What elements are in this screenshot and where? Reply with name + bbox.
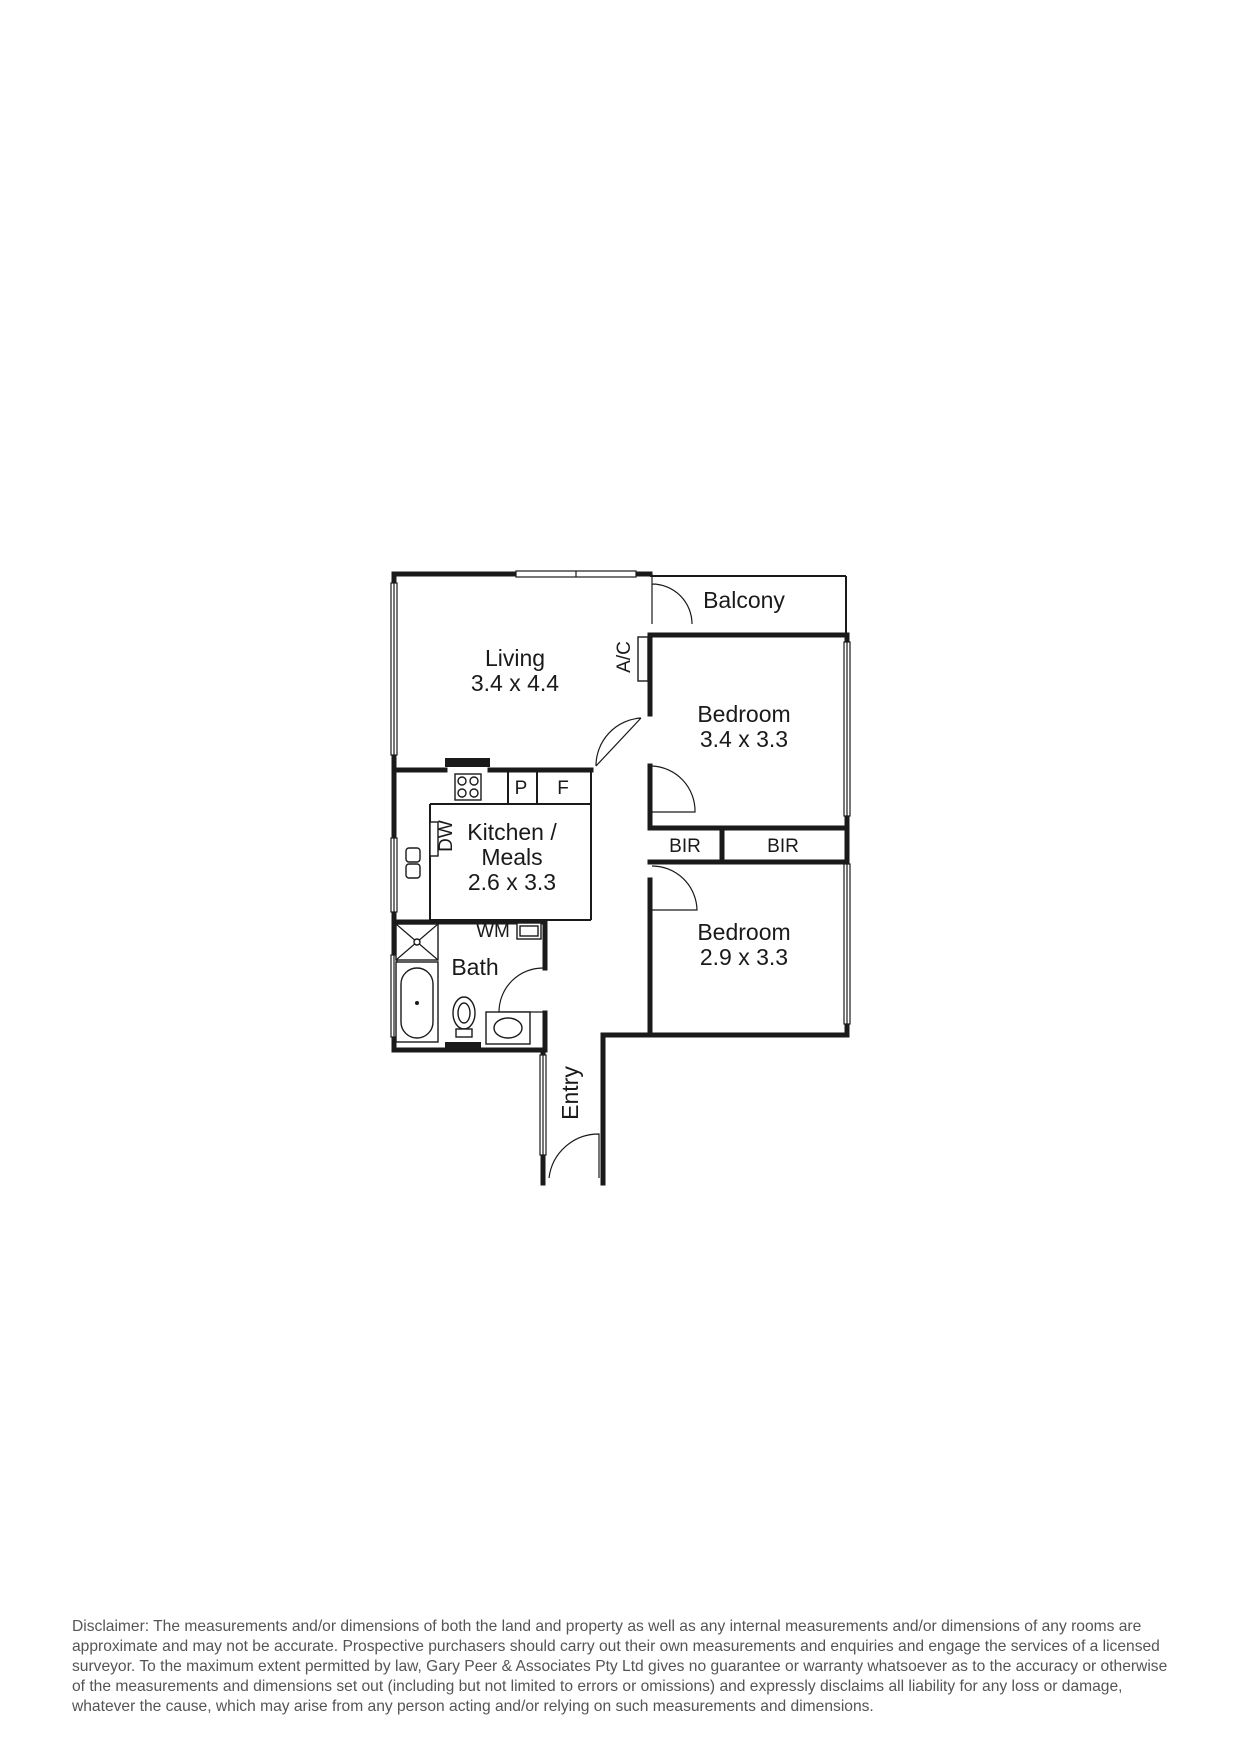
- wall-heater: [445, 758, 490, 767]
- shower-icon: [395, 923, 439, 961]
- kitchen-name-line2: Meals: [481, 844, 542, 870]
- entry-name: Entry: [557, 1066, 583, 1120]
- vanity-basin-icon: [485, 1011, 531, 1045]
- bir1-label: BIR: [669, 836, 701, 857]
- room-entry: Entry: [557, 1066, 583, 1120]
- living-door: [595, 717, 642, 767]
- bath-name: Bath: [451, 954, 498, 980]
- windows: [390, 570, 851, 1156]
- bedroom2-dims: 2.9 x 3.3: [700, 944, 788, 970]
- bedroom1-door: [651, 765, 696, 813]
- balcony-outline: [650, 575, 847, 635]
- fridge-label: F: [557, 778, 569, 799]
- disclaimer: Disclaimer: The measurements and/or dime…: [72, 1618, 1168, 1715]
- bedroom1-dims: 3.4 x 3.3: [700, 726, 788, 752]
- room-bath: Bath: [451, 954, 498, 980]
- kitchen-dims: 2.6 x 3.3: [468, 869, 556, 895]
- bath-heater: [445, 1042, 481, 1050]
- doors: [498, 574, 698, 1179]
- bedroom1-name: Bedroom: [697, 701, 790, 727]
- bedroom2-name: Bedroom: [697, 919, 790, 945]
- room-living: Living 3.4 x 4.4: [471, 645, 559, 696]
- interior-walls: [391, 767, 594, 1053]
- balcony-door: [651, 574, 693, 625]
- toilet-icon: [452, 996, 476, 1038]
- balcony-name: Balcony: [703, 587, 785, 613]
- kitchen-sink-icon: [405, 847, 421, 879]
- living-dims: 3.4 x 4.4: [471, 670, 559, 696]
- washing-machine-icon: [516, 922, 542, 940]
- entry-door: [548, 1133, 600, 1179]
- bedroom2-door: [651, 865, 698, 911]
- bath-door: [498, 967, 544, 1013]
- bathtub-icon: [395, 961, 439, 1043]
- washing-machine-label: WM: [476, 921, 510, 942]
- ac-label: A/C: [614, 641, 635, 673]
- living-name: Living: [485, 645, 545, 671]
- room-bedroom-2: Bedroom 2.9 x 3.3: [697, 919, 790, 970]
- ac-unit: [637, 636, 649, 682]
- fixture-labels: A/C P F DW WM BIR BIR: [436, 641, 799, 942]
- room-balcony: Balcony: [703, 587, 785, 613]
- pantry-label: P: [515, 778, 528, 799]
- cooktop-icon: [454, 773, 482, 801]
- kitchen-name-line1: Kitchen /: [467, 819, 557, 845]
- dishwasher-label: DW: [436, 820, 457, 852]
- bir2-label: BIR: [767, 836, 799, 857]
- dishwasher: [429, 821, 439, 857]
- room-kitchen: Kitchen / Meals 2.6 x 3.3: [467, 819, 557, 895]
- room-bedroom-1: Bedroom 3.4 x 3.3: [697, 701, 790, 752]
